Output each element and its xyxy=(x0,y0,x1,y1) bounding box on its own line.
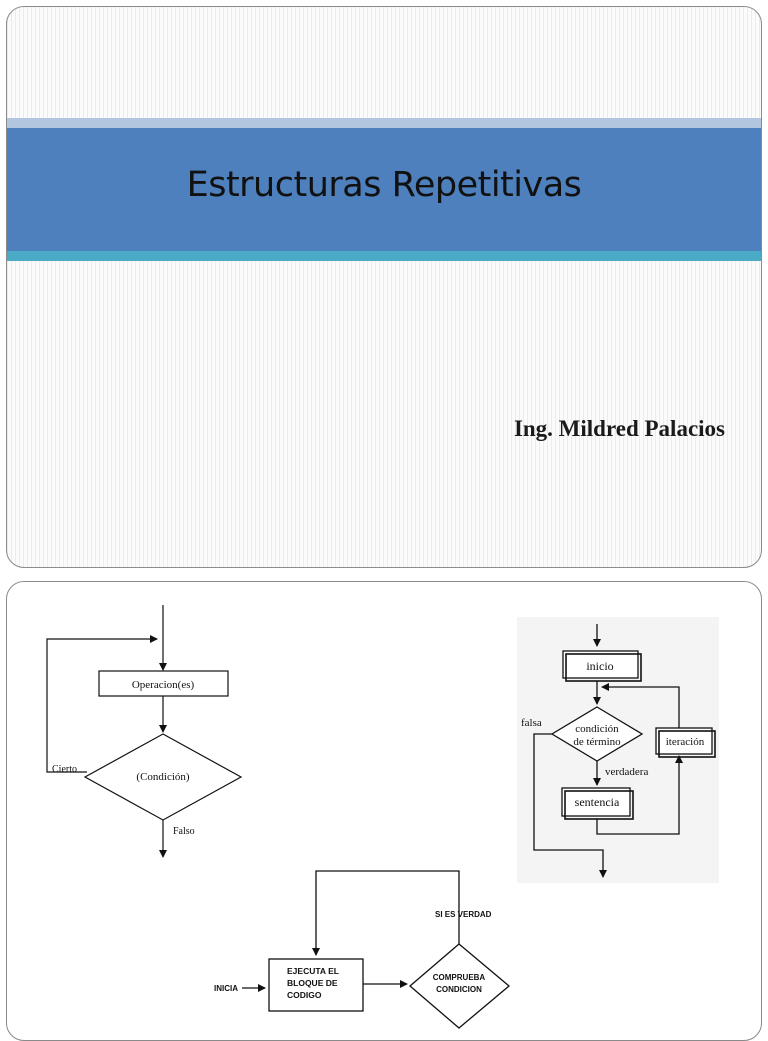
right-false-label: falsa xyxy=(521,717,542,729)
left-false-label: Falso xyxy=(173,826,195,837)
bottom-block-label-3: CODIGO xyxy=(287,990,322,1000)
right-condition-label-2: de término xyxy=(573,736,621,748)
right-iteration-label: iteración xyxy=(666,736,705,748)
diagram-slide: Operacion(es) (Condición) Cierto Falso xyxy=(6,581,762,1041)
bottom-check-label-2: CONDICION xyxy=(436,985,482,994)
flowcharts: Operacion(es) (Condición) Cierto Falso xyxy=(46,605,719,1029)
right-iteration-shadow xyxy=(658,730,716,758)
title-band-top xyxy=(7,118,761,128)
right-iteration-return xyxy=(601,683,680,732)
left-loop-arrow xyxy=(46,635,158,773)
right-iteration-box xyxy=(655,727,713,755)
bottom-flowchart: INICIA EJECUTA EL BLOQUE DE CODIGO COMPR… xyxy=(214,870,511,1029)
bottom-check-label-1: COMPRUEBA xyxy=(433,973,486,982)
bottom-block-label-1: EJECUTA EL xyxy=(287,966,339,976)
title-band xyxy=(7,128,761,251)
right-statement-box xyxy=(561,787,631,817)
right-statement-shadow xyxy=(564,790,634,820)
right-start-box xyxy=(562,650,639,679)
title-band-bottom xyxy=(7,251,761,261)
right-start-shadow xyxy=(565,653,642,682)
left-operation-label: Operacion(es) xyxy=(132,679,195,691)
right-flowchart: inicio condición de término falsa verdad… xyxy=(517,617,719,883)
bottom-loop-label: SI ES VERDAD xyxy=(435,910,492,919)
right-true-label: verdadera xyxy=(605,766,648,778)
slide-title: Estructuras Repetitivas xyxy=(186,165,582,205)
right-condition-label-1: condición xyxy=(575,723,619,735)
right-start-label: inicio xyxy=(586,659,613,673)
bottom-block-box xyxy=(268,958,364,1012)
left-flowchart xyxy=(46,605,243,858)
right-exit-arrow xyxy=(533,733,607,878)
bottom-loop-arrow xyxy=(312,870,460,956)
right-statement-label: sentencia xyxy=(575,795,620,809)
title-slide: Estructuras Repetitivas Ing. Mildred Pal… xyxy=(6,6,762,568)
author-name: Ing. Mildred Palacios xyxy=(513,416,725,441)
left-true-label: Cierto xyxy=(52,764,77,775)
right-statement-to-iteration xyxy=(596,755,683,835)
left-decision-label: (Condición) xyxy=(136,771,189,783)
bottom-start-label: INICIA xyxy=(214,984,238,993)
bottom-block-label-2: BLOQUE DE xyxy=(287,978,338,988)
